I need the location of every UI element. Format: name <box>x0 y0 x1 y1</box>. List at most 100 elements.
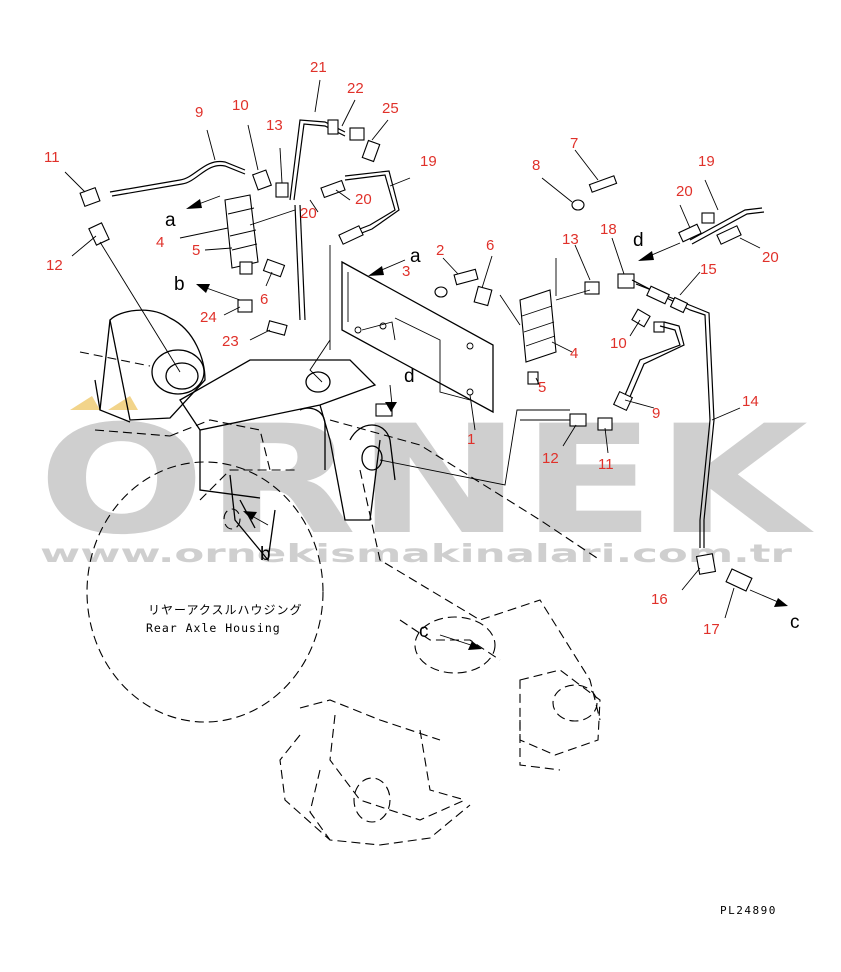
fitting-9-end <box>612 390 634 412</box>
mount-hole-b <box>223 508 241 530</box>
callout-4-right: 4 <box>570 345 578 362</box>
watermark-accent-1 <box>70 396 100 410</box>
mounting-plate <box>341 260 494 414</box>
callout-11-right: 11 <box>598 456 614 473</box>
bolt-7 <box>588 175 618 193</box>
arrow-b-top <box>196 284 210 293</box>
ref-d-right: d <box>633 230 644 251</box>
arrow-c-bottom <box>468 641 482 650</box>
fitting-20-mid <box>338 225 364 245</box>
valve-block-4-right <box>519 289 557 363</box>
tube-9-right <box>624 325 681 396</box>
arrow-a-left <box>186 199 202 209</box>
callout-11: 11 <box>44 149 60 166</box>
elbow-16 <box>695 553 717 575</box>
callout-13-right: 13 <box>562 231 579 248</box>
callout-1: 1 <box>467 431 475 448</box>
tube-9-left <box>109 160 246 193</box>
callout-23: 23 <box>222 333 239 350</box>
callout-3: 3 <box>402 263 410 280</box>
callout-2: 2 <box>436 242 444 259</box>
hydraulic-lines <box>79 119 765 592</box>
washer-8 <box>571 199 585 211</box>
callout-5-left: 5 <box>192 242 200 259</box>
connector-12-right <box>569 413 587 427</box>
drawing-code: PL24890 <box>720 904 777 917</box>
callout-10: 10 <box>232 97 249 114</box>
fitting-22 <box>327 119 339 135</box>
ref-a-right: a <box>410 246 421 267</box>
plug-5-left <box>239 261 253 275</box>
fitting-6-left <box>262 258 286 278</box>
fitting-20-right-a <box>678 223 702 243</box>
arrow-a-right <box>368 266 384 276</box>
connector-12-left <box>88 222 110 246</box>
callout-8: 8 <box>532 157 540 174</box>
ref-b-top: b <box>174 274 185 295</box>
callout-10-right: 10 <box>610 335 627 352</box>
ref-a-left: a <box>165 210 176 231</box>
fitting-24 <box>237 299 253 313</box>
fitting-10-left <box>251 169 273 191</box>
callout-20-right-b: 20 <box>762 249 779 266</box>
plug-5-right <box>527 371 539 385</box>
callout-9-right: 9 <box>652 405 660 422</box>
fitting-20-top <box>320 179 346 199</box>
callout-4-left: 4 <box>156 234 164 251</box>
watermark-url: www.ornekismakinalari.com.tr <box>40 539 793 568</box>
housing-label-jp: リヤーアクスルハウジング <box>148 603 303 617</box>
callout-14: 14 <box>742 393 759 410</box>
callout-20-left-b: 20 <box>300 205 317 222</box>
callout-6-right: 6 <box>486 237 494 254</box>
callout-24: 24 <box>200 309 217 326</box>
reference-letters: a a b b c c d d <box>165 210 800 642</box>
callout-18: 18 <box>600 221 617 238</box>
ref-b-bottom: b <box>260 544 271 565</box>
leader-lines <box>64 79 761 619</box>
callout-9: 9 <box>195 104 203 121</box>
fitting-15 <box>646 285 670 305</box>
elbow-11-left <box>79 186 101 208</box>
bolt-2 <box>453 268 479 286</box>
ref-c-right: c <box>790 612 800 633</box>
callout-25: 25 <box>382 100 399 117</box>
callout-15: 15 <box>700 261 717 278</box>
callout-17: 17 <box>703 621 720 638</box>
callout-6-left: 6 <box>260 291 268 308</box>
arrow-c-right <box>774 598 788 607</box>
fitting-23 <box>266 320 288 336</box>
bracket-13-right <box>584 281 600 295</box>
watermark-accent-2 <box>108 396 138 410</box>
rear-axle-housing <box>79 351 601 846</box>
housing-flange <box>86 461 324 723</box>
callout-21: 21 <box>310 59 327 76</box>
ref-d-left: d <box>404 366 415 387</box>
arrow-b-bottom <box>243 511 257 520</box>
fitting-10-right <box>631 308 651 328</box>
fitting-20-right-b <box>716 225 742 245</box>
tube-19-left <box>344 174 396 233</box>
callout-5-right: 5 <box>538 379 546 396</box>
bracket-13-left <box>275 182 289 198</box>
arrow-d-right <box>638 251 654 261</box>
fitting-18 <box>617 273 635 289</box>
callout-20-right: 20 <box>676 183 693 200</box>
ref-c-bottom: c <box>419 621 429 642</box>
callout-numbers: 11 12 9 10 13 21 22 25 19 20 20 4 5 6 24… <box>44 59 779 638</box>
fitting-6-right <box>473 285 493 307</box>
watermark: ORNEK www.ornekismakinalari.com.tr <box>38 394 814 568</box>
arrow-d-left <box>385 402 397 412</box>
callout-12-right: 12 <box>542 450 559 467</box>
callout-19-left: 19 <box>420 153 437 170</box>
callout-7: 7 <box>570 135 578 152</box>
callout-22: 22 <box>347 80 364 97</box>
mount-hole-c <box>414 616 496 674</box>
fitting-25 <box>361 139 381 163</box>
frame-bracket <box>94 245 494 562</box>
watermark-logo: ORNEK <box>38 394 814 568</box>
callout-20-left-a: 20 <box>355 191 372 208</box>
reference-arrows <box>186 195 788 650</box>
callout-19-right: 19 <box>698 153 715 170</box>
connector-17 <box>725 568 753 592</box>
